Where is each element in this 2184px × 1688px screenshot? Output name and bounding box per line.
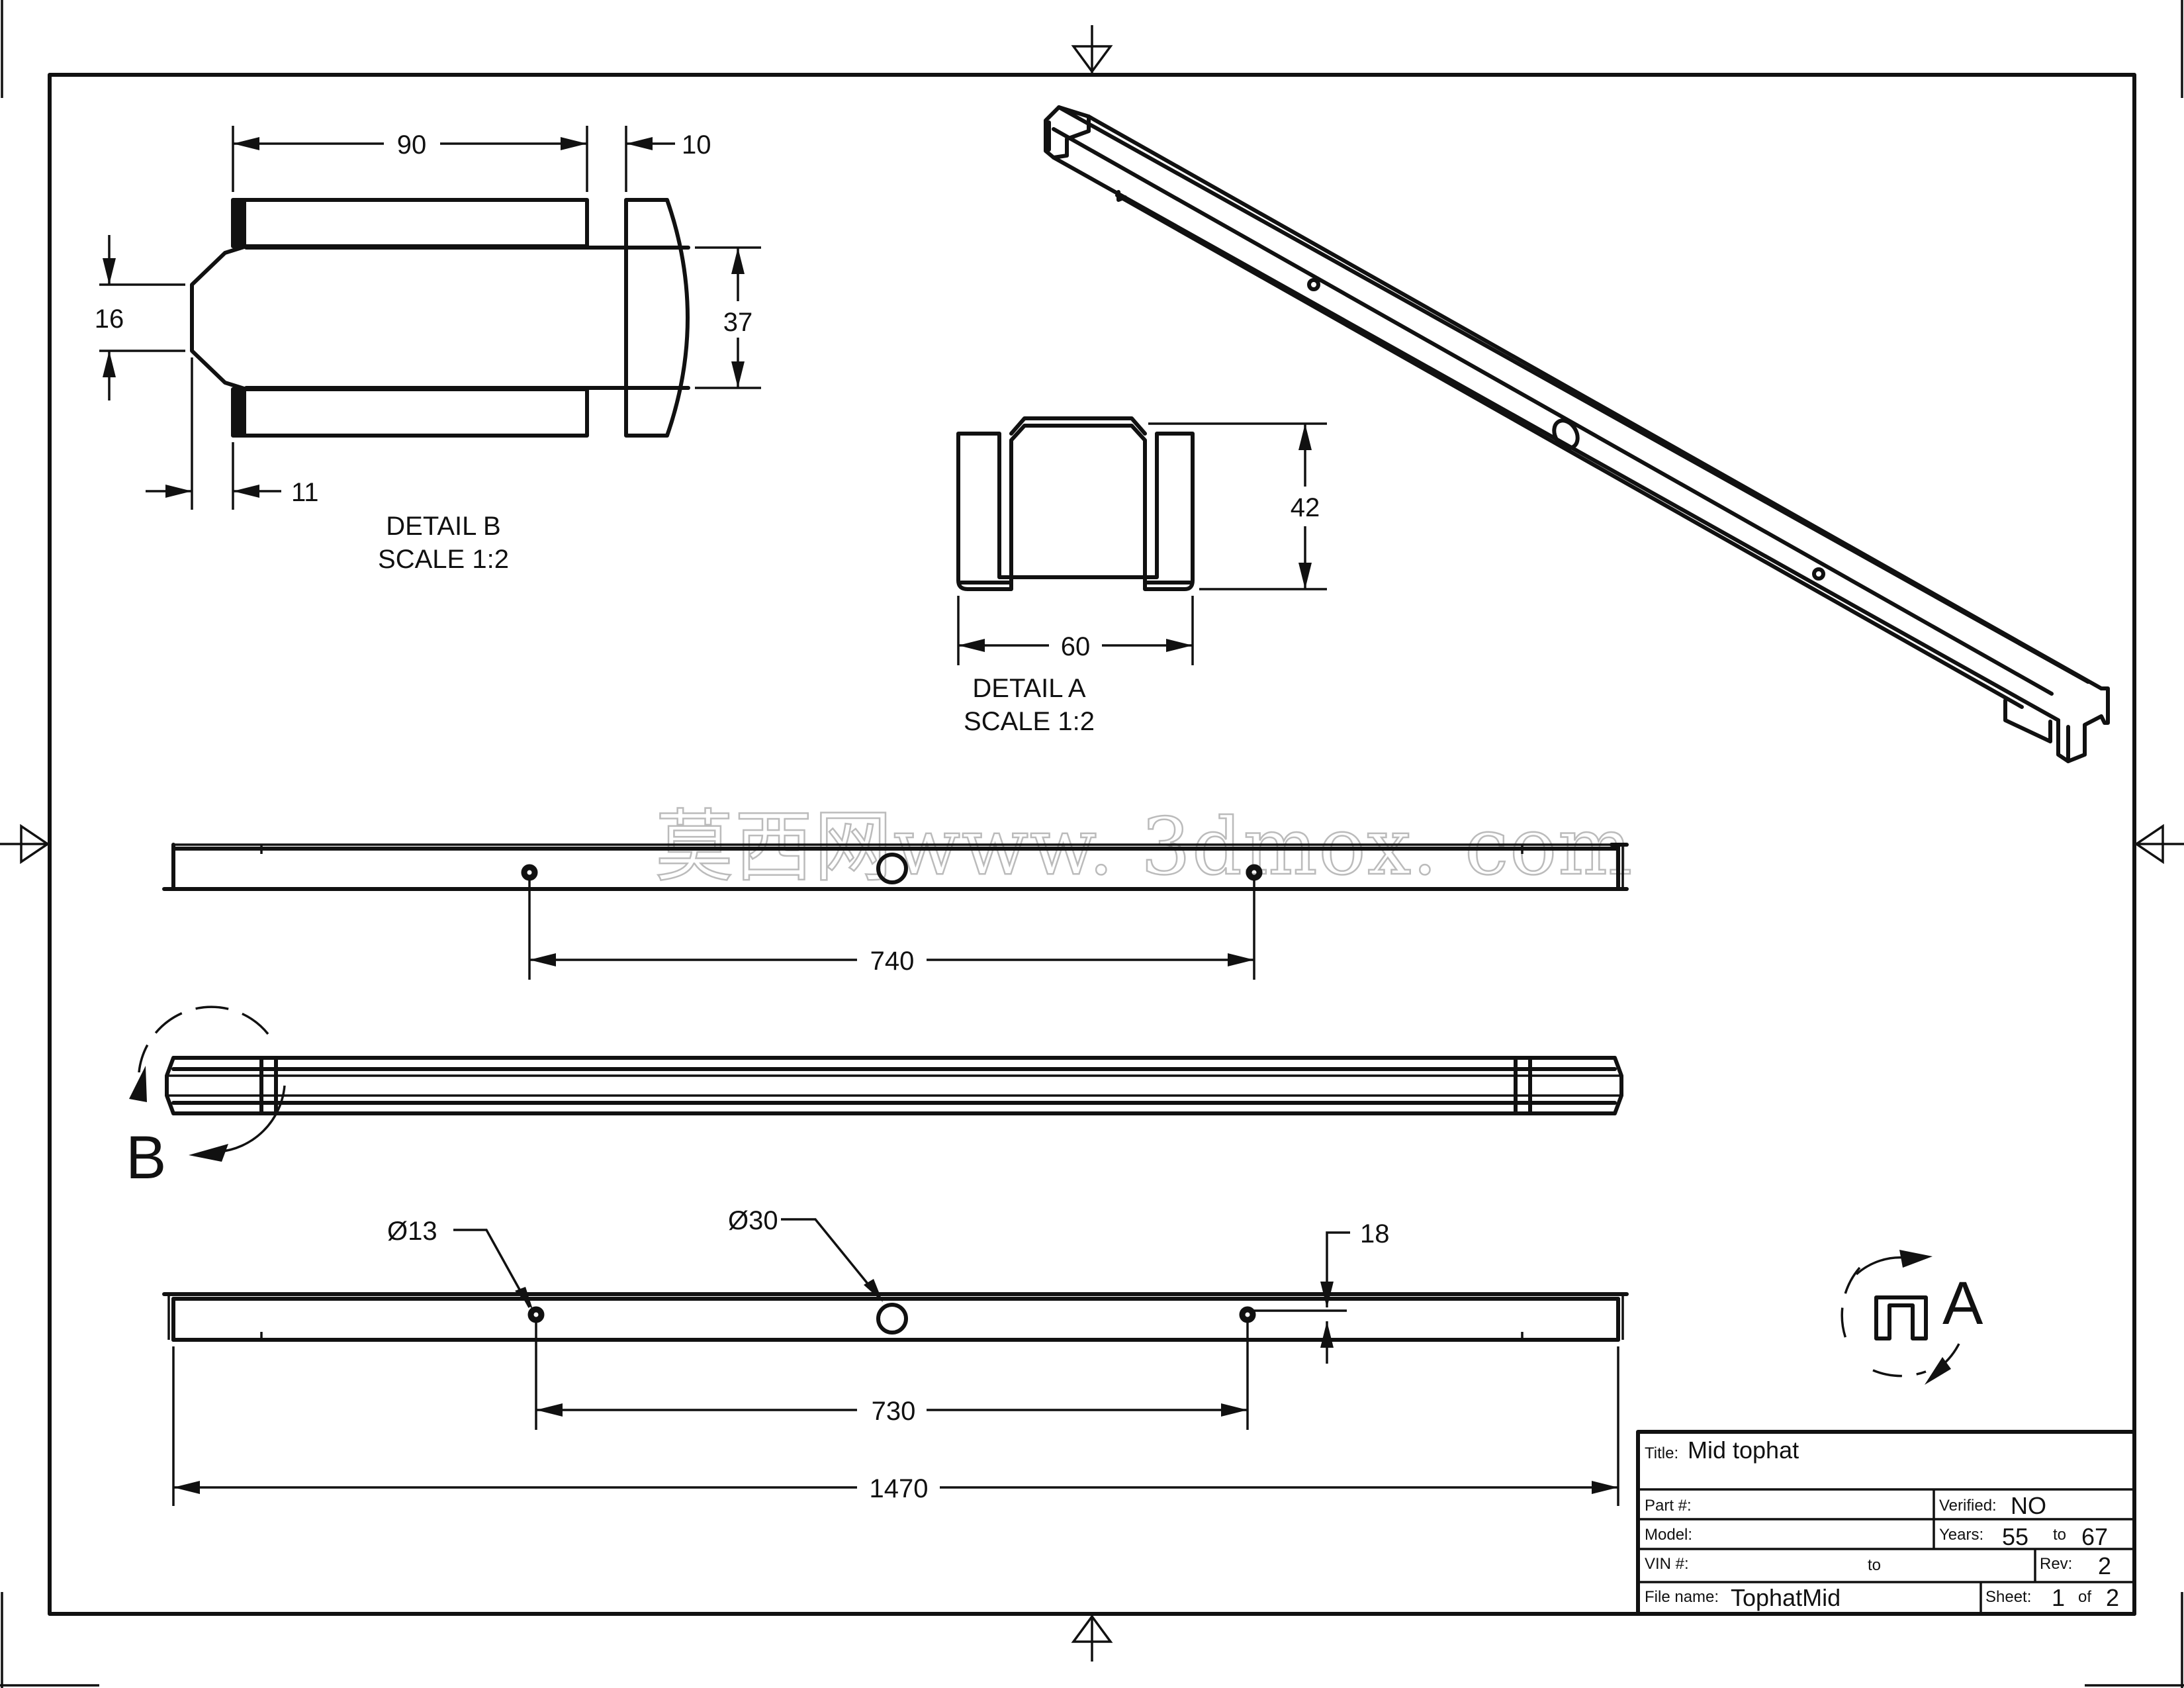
detail-b-scale: SCALE 1:2 bbox=[378, 545, 509, 574]
years-from: 55 bbox=[2002, 1523, 2028, 1550]
vin-label: VIN #: bbox=[1645, 1555, 1689, 1573]
detail-b-view: 90 10 16 37 11 DETAIL B SCALE 1:2 bbox=[95, 126, 761, 574]
center-mark-top bbox=[1071, 25, 1113, 75]
center-mark-bottom bbox=[1071, 1614, 1113, 1662]
dim-730: 730 bbox=[872, 1397, 916, 1426]
front-view-bottom: Ø13 Ø30 18 730 1470 bbox=[162, 1206, 1629, 1506]
isometric-view bbox=[1044, 105, 2110, 763]
dim-1470: 1470 bbox=[870, 1474, 929, 1503]
years-to: 67 bbox=[2081, 1523, 2108, 1550]
title-label: Title: bbox=[1645, 1444, 1678, 1462]
detail-a-dim-60: 60 bbox=[1061, 632, 1091, 661]
detail-a-scale: SCALE 1:2 bbox=[964, 707, 1095, 736]
years-to-label: to bbox=[2053, 1526, 2066, 1544]
detail-a-dim-42: 42 bbox=[1291, 493, 1320, 522]
filename-value: TophatMid bbox=[1731, 1584, 1841, 1611]
detail-b-dim-11: 11 bbox=[291, 478, 319, 507]
sheet-value: 1 bbox=[2052, 1584, 2065, 1611]
view-label-b: B bbox=[126, 1124, 166, 1192]
detail-a-view: 42 60 DETAIL A SCALE 1:2 bbox=[956, 416, 1327, 736]
center-mark-left bbox=[0, 823, 50, 865]
sheet-label: Sheet: bbox=[1985, 1588, 2031, 1606]
detail-a-label: DETAIL A bbox=[972, 674, 1085, 703]
verified-label: Verified: bbox=[1939, 1497, 1997, 1515]
center-mark-right bbox=[2134, 823, 2184, 865]
sheet-total: 2 bbox=[2106, 1584, 2119, 1611]
title-value: Mid tophat bbox=[1688, 1436, 1799, 1464]
part-number-label: Part #: bbox=[1645, 1497, 1692, 1515]
view-a-symbol: A bbox=[1841, 1250, 1983, 1385]
sheet-of-label: of bbox=[2078, 1588, 2091, 1606]
detail-b-dim-90: 90 bbox=[397, 130, 427, 160]
rev-label: Rev: bbox=[2040, 1555, 2072, 1573]
model-label: Model: bbox=[1645, 1526, 1692, 1544]
vin-to-label: to bbox=[1868, 1556, 1881, 1574]
view-label-a: A bbox=[1942, 1270, 1983, 1337]
years-label: Years: bbox=[1939, 1526, 1983, 1544]
hole-dia-13: Ø13 bbox=[387, 1217, 437, 1246]
front-view-top: 740 bbox=[162, 843, 1629, 980]
detail-b-label: DETAIL B bbox=[386, 512, 500, 541]
detail-b-dim-37: 37 bbox=[723, 308, 753, 337]
dim-18: 18 bbox=[1360, 1219, 1390, 1248]
detail-b-dim-10: 10 bbox=[682, 130, 711, 160]
title-block: Title: Mid tophat Part #: Verified: NO M… bbox=[1636, 1430, 2136, 1616]
hole-dia-30: Ø30 bbox=[728, 1206, 778, 1235]
filename-label: File name: bbox=[1645, 1588, 1719, 1606]
rev-value: 2 bbox=[2098, 1552, 2111, 1579]
detail-b-dim-16: 16 bbox=[95, 305, 124, 334]
dim-740: 740 bbox=[870, 947, 915, 976]
verified-value: NO bbox=[2011, 1492, 2046, 1519]
top-view-middle: B bbox=[126, 1006, 1623, 1192]
